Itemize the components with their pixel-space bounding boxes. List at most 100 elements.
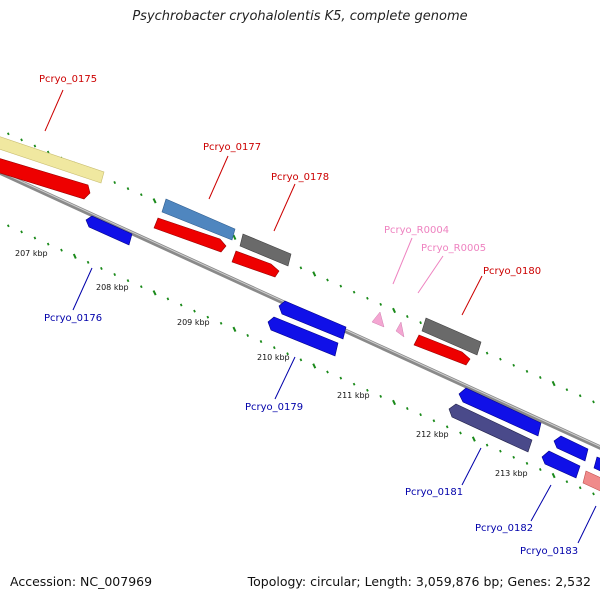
- gene-label-pcryo-0176[interactable]: Pcryo_0176: [44, 313, 102, 324]
- gene-label-pcryo-0181[interactable]: Pcryo_0181: [405, 487, 463, 498]
- gene-label-pcryo-0179[interactable]: Pcryo_0179: [245, 402, 303, 413]
- leader-line: [72, 267, 93, 311]
- scale-tick: [33, 144, 37, 148]
- gene-pcryo-0177-box[interactable]: [161, 198, 236, 241]
- gene-pcryo-0181-box[interactable]: [458, 387, 542, 437]
- scale-tick: [565, 480, 569, 484]
- leader-line: [577, 505, 597, 544]
- scale-tick: [339, 284, 343, 288]
- scale-tick: [565, 388, 569, 392]
- scale-tick: [20, 230, 23, 234]
- scale-tick: [352, 290, 356, 294]
- genome-summary: Topology: circular; Length: 3,059,876 bp…: [247, 574, 591, 589]
- scale-tick: [392, 307, 397, 314]
- gene-pcryo-0176-box[interactable]: [85, 215, 133, 246]
- gene-pcryo-0175-box[interactable]: [0, 135, 105, 184]
- leader-line: [392, 237, 413, 285]
- scale-tick: [432, 419, 436, 423]
- gene-pcryo-0183-box-2[interactable]: [582, 470, 600, 494]
- gene-label-pcryo-0175[interactable]: Pcryo_0175: [39, 74, 97, 85]
- forward-cds-track: [0, 157, 471, 366]
- scale-tick: [113, 181, 117, 185]
- scale-tick: [592, 400, 595, 404]
- leader-line: [44, 89, 64, 132]
- scale-tick: [578, 486, 582, 490]
- scale-tick: [312, 271, 317, 277]
- scale-tick: [366, 296, 369, 300]
- gene-pcryo-0180-box[interactable]: [421, 317, 482, 356]
- scale-tick: [206, 315, 210, 319]
- scale-tick: [592, 492, 595, 496]
- scale-tick: [179, 303, 183, 307]
- scale-tick: [499, 449, 502, 453]
- leader-line: [417, 255, 444, 294]
- map-title: Psychrobacter cryohalolentis K5, complet…: [132, 9, 468, 24]
- scale-tick: [166, 297, 170, 301]
- scale-tick: [352, 382, 356, 386]
- scale-tick: [326, 370, 329, 374]
- scale-tick: [286, 352, 289, 356]
- scale-tick: [299, 358, 303, 362]
- gene-pcryo-r0004-box[interactable]: [371, 311, 385, 328]
- gene-pcryo-0181-box-2[interactable]: [448, 403, 533, 453]
- gene-label-pcryo-0180[interactable]: Pcryo_0180: [483, 266, 541, 277]
- scale-tick: [259, 340, 263, 344]
- kbp-label: 213 kbp: [495, 469, 528, 478]
- scale-tick: [419, 321, 422, 325]
- scale-tick: [551, 472, 556, 479]
- scale-tick: [86, 260, 90, 264]
- gene-label-pcryo-r0004[interactable]: Pcryo_R0004: [384, 225, 449, 236]
- gene-pcryo-0182-box[interactable]: [553, 435, 589, 462]
- gene-pcryo-0183-box[interactable]: [593, 456, 600, 474]
- scale-tick: [392, 399, 397, 406]
- scale-tick: [152, 198, 157, 204]
- scale-tick: [113, 273, 117, 277]
- scale-tick: [525, 369, 529, 373]
- scale-tick: [152, 290, 157, 296]
- kbp-labels: 207 kbp 208 kbp 209 kbp 210 kbp 211 kbp …: [15, 249, 528, 478]
- scale-tick: [33, 236, 37, 240]
- cds-arrow[interactable]: [0, 157, 91, 200]
- lower-gene-track: [85, 215, 600, 494]
- gene-labels: Pcryo_0175 Pcryo_0176 Pcryo_0177 Pcryo_0…: [39, 74, 578, 557]
- scale-tick: [471, 436, 476, 442]
- gene-label-pcryo-0182[interactable]: Pcryo_0182: [475, 523, 533, 534]
- scale-tick: [60, 248, 63, 252]
- gene-pcryo-0182-box-2[interactable]: [541, 450, 581, 479]
- scale-tick: [512, 455, 516, 459]
- leader-line: [530, 484, 552, 522]
- scale-tick: [405, 315, 409, 319]
- scale-tick: [326, 278, 329, 282]
- scale-tick: [339, 376, 343, 380]
- gene-pcryo-r0005-box[interactable]: [395, 321, 405, 338]
- leader-lines: [44, 89, 597, 544]
- scale-tick: [538, 468, 542, 471]
- scale-tick: [459, 431, 462, 435]
- scale-tick: [272, 346, 276, 350]
- scale-tick: [538, 376, 542, 379]
- scale-tick: [100, 266, 103, 270]
- scale-tick: [485, 351, 489, 355]
- scale-tick: [72, 253, 77, 259]
- gene-label-pcryo-0178[interactable]: Pcryo_0178: [271, 172, 329, 183]
- cds-arrow[interactable]: [231, 250, 280, 278]
- scale-tick: [126, 279, 130, 283]
- scale-tick: [578, 394, 582, 398]
- cds-arrow[interactable]: [413, 334, 471, 366]
- gene-label-pcryo-r0005[interactable]: Pcryo_R0005: [421, 243, 486, 254]
- scale-tick: [405, 407, 409, 411]
- scale-tick: [232, 326, 237, 333]
- scale-tick: [6, 132, 10, 136]
- leader-line: [461, 275, 483, 316]
- cds-arrow[interactable]: [153, 217, 227, 253]
- accession-label: Accession: NC_007969: [10, 574, 153, 589]
- gene-pcryo-0178-box[interactable]: [239, 233, 292, 267]
- scale-tick: [485, 443, 489, 447]
- gene-pcryo-0179-box[interactable]: [278, 300, 347, 340]
- gene-label-pcryo-0183[interactable]: Pcryo_0183: [520, 546, 578, 557]
- leader-line: [274, 356, 296, 400]
- gene-label-pcryo-0177[interactable]: Pcryo_0177: [203, 142, 261, 153]
- kbp-label: 212 kbp: [416, 430, 449, 439]
- gene-pcryo-0179-box-2[interactable]: [267, 316, 339, 357]
- scale-tick: [219, 321, 223, 325]
